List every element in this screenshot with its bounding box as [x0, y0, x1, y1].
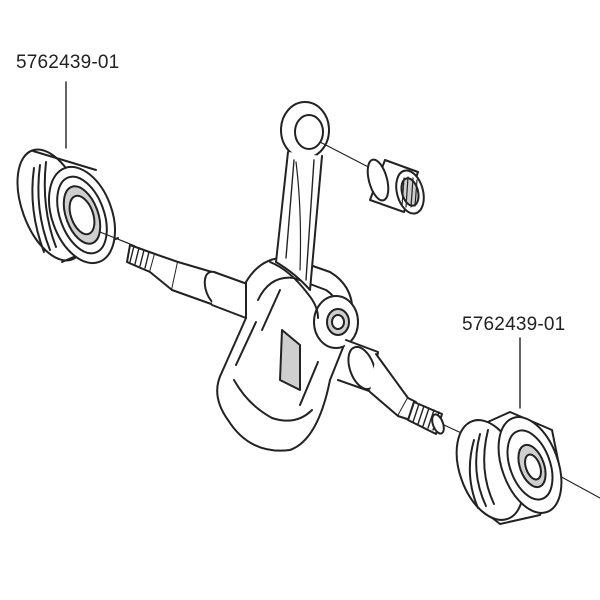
left-ball-bearing: [16, 148, 119, 265]
connecting-rod: [269, 101, 330, 319]
part-number-label-right-bearing: 5762439-01: [462, 314, 566, 335]
crankshaft-left-thread: [126, 244, 156, 273]
crankshaft-left-journal: [149, 253, 251, 319]
crankshaft-right-journal: [337, 339, 417, 421]
needle-bearing: [366, 158, 425, 215]
right-ball-bearing: [455, 411, 563, 525]
crank-pin-boss: [313, 295, 359, 349]
crankshaft-right-thread: [407, 401, 445, 435]
part-number-label-top-bearing: 5762439-01: [16, 52, 120, 73]
axis-line-left: [99, 231, 136, 247]
